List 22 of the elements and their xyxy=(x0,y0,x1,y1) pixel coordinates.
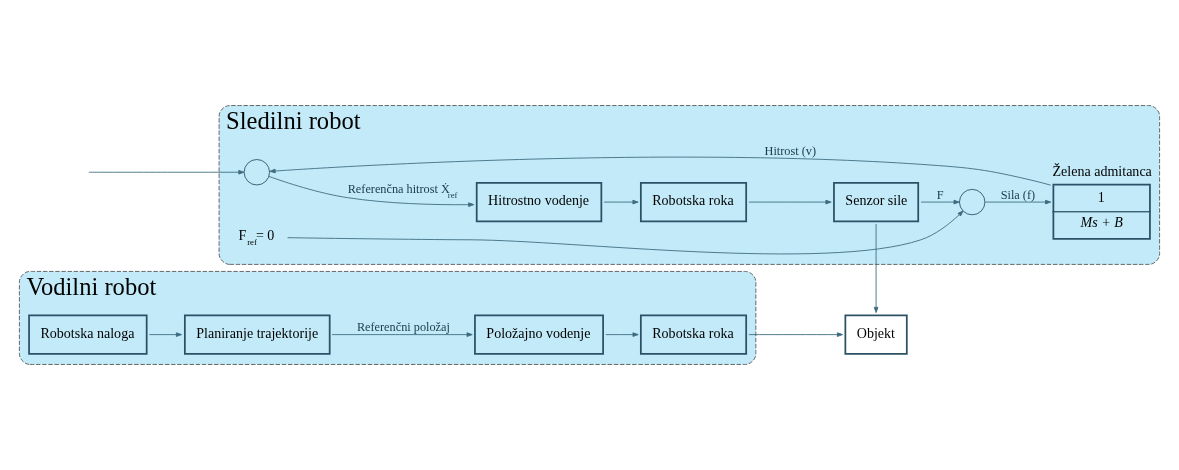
arrow xyxy=(748,332,844,337)
edge-label: Hitrost (v) xyxy=(764,143,817,158)
arrow xyxy=(331,332,473,337)
arrow xyxy=(287,210,964,255)
edge-label: Referenčni položaj xyxy=(356,320,450,335)
arrow xyxy=(148,332,183,337)
edge-label: Sila (f) xyxy=(1000,187,1036,202)
arrow xyxy=(603,199,639,205)
arrow xyxy=(748,199,832,205)
arrow xyxy=(88,169,245,175)
node-text: F$_{ref}$= 0 xyxy=(238,226,275,247)
node-label: Želena admitanca xyxy=(1052,162,1152,179)
node-circle xyxy=(243,159,270,186)
edge-label: F xyxy=(936,187,944,202)
arrow xyxy=(605,332,639,337)
node-box: Planiranje trajektorije xyxy=(184,314,331,355)
arrow xyxy=(268,175,475,207)
arrow xyxy=(920,199,960,205)
arrow xyxy=(269,156,1052,186)
edge-label: Referenčna hitrost Ẋ$_{ref}$ xyxy=(347,182,458,201)
arrow xyxy=(984,199,1052,205)
arrow xyxy=(873,223,879,314)
